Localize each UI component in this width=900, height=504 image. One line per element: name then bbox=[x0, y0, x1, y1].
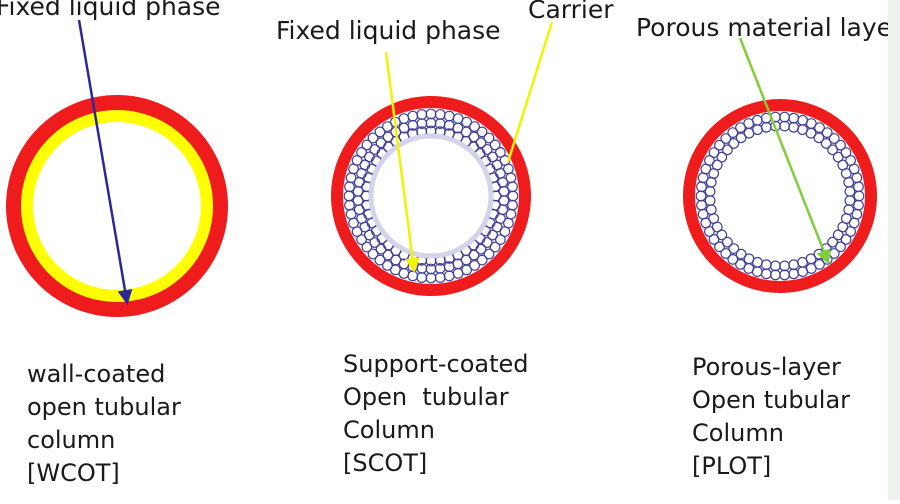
particle bbox=[835, 139, 846, 151]
particle bbox=[828, 133, 840, 144]
particle bbox=[743, 253, 755, 265]
wcot-phase-label: Fixed liquid phase bbox=[0, 0, 221, 21]
particle bbox=[367, 248, 379, 260]
particle bbox=[840, 233, 852, 245]
scot-caption-line: Support-coated bbox=[343, 350, 529, 378]
particle bbox=[837, 221, 849, 233]
wcot-phase-pointer bbox=[77, 19, 133, 305]
particle bbox=[483, 132, 495, 144]
particle bbox=[728, 243, 740, 255]
carrier-pointer bbox=[506, 21, 554, 163]
scot-caption-line: Column bbox=[343, 416, 435, 444]
particle bbox=[821, 127, 833, 139]
particle bbox=[711, 159, 723, 171]
particle bbox=[840, 147, 852, 159]
scot-phase-label: Fixed liquid phase bbox=[276, 16, 501, 45]
particle bbox=[495, 234, 506, 246]
plot-caption-line: [PLOT] bbox=[692, 452, 772, 480]
particle bbox=[351, 154, 363, 166]
particle bbox=[476, 254, 488, 266]
particle bbox=[720, 248, 732, 259]
particle bbox=[361, 241, 373, 253]
particle bbox=[827, 144, 838, 156]
particle bbox=[382, 260, 393, 271]
particle bbox=[374, 254, 386, 266]
particle bbox=[722, 144, 733, 156]
scot-caption-line: [SCOT] bbox=[343, 449, 428, 477]
particle bbox=[483, 248, 495, 260]
particle bbox=[813, 132, 825, 144]
particle bbox=[382, 121, 393, 132]
wcot-column bbox=[6, 95, 228, 317]
plot-caption-line: Open tubular bbox=[692, 386, 851, 414]
particle bbox=[853, 181, 864, 193]
plot-caption-line: Porous-layer bbox=[692, 353, 841, 381]
scot-caption-line: Open tubular bbox=[343, 383, 509, 411]
plot-bore-outer bbox=[695, 111, 865, 281]
wcot-bore bbox=[33, 122, 201, 290]
scot-phase-pointer bbox=[384, 51, 420, 273]
particle bbox=[727, 127, 739, 139]
particle bbox=[367, 132, 379, 144]
particle bbox=[704, 155, 715, 166]
wcot-caption-line: wall-coated bbox=[27, 360, 166, 388]
particle bbox=[720, 133, 732, 144]
plot-column bbox=[683, 99, 877, 293]
particle bbox=[476, 126, 488, 138]
wcot-caption-line: column bbox=[27, 426, 116, 454]
carrier-label: Carrier bbox=[528, 0, 614, 24]
particle bbox=[356, 146, 368, 158]
particle bbox=[716, 229, 728, 241]
porous-layer-label: Porous material layer bbox=[636, 13, 900, 42]
particle bbox=[499, 226, 511, 238]
particle bbox=[832, 151, 844, 163]
particle bbox=[727, 253, 739, 265]
particle bbox=[845, 226, 856, 237]
right-edge-strip bbox=[888, 0, 900, 500]
particle bbox=[498, 185, 510, 197]
wcot-caption-line: open tubular bbox=[27, 393, 181, 421]
wcot-caption: wall-coated open tubular column [WCOT] bbox=[27, 358, 181, 490]
particle bbox=[507, 181, 518, 193]
particle bbox=[714, 241, 725, 253]
particle bbox=[735, 259, 746, 270]
particle bbox=[374, 126, 386, 138]
particle bbox=[714, 139, 725, 151]
scot-caption: Support-coated Open tubular Column [SCOT… bbox=[343, 348, 529, 480]
plot-caption: Porous-layer Open tubular Column [PLOT] bbox=[692, 351, 850, 483]
particle bbox=[835, 241, 846, 253]
wcot-caption-line: [WCOT] bbox=[27, 459, 120, 487]
scot-column bbox=[331, 96, 531, 296]
particle bbox=[735, 248, 747, 260]
particle bbox=[827, 236, 838, 248]
particle bbox=[722, 236, 733, 248]
particle bbox=[832, 229, 844, 241]
particle bbox=[489, 241, 501, 253]
particle bbox=[361, 139, 373, 151]
particle bbox=[814, 122, 825, 133]
particle bbox=[495, 146, 506, 158]
scot-liquid-film bbox=[368, 133, 494, 259]
particle bbox=[735, 132, 747, 144]
particle bbox=[805, 127, 817, 139]
particle bbox=[469, 121, 481, 132]
particle bbox=[708, 233, 720, 245]
particle bbox=[469, 260, 481, 271]
particle bbox=[489, 139, 501, 151]
particle bbox=[820, 137, 832, 149]
particle bbox=[716, 151, 728, 163]
porous-layer-pointer bbox=[738, 37, 831, 265]
particle bbox=[708, 147, 720, 159]
particle bbox=[844, 185, 856, 197]
particle bbox=[356, 234, 368, 246]
plot-caption-line: Column bbox=[692, 419, 784, 447]
particle bbox=[728, 137, 740, 149]
